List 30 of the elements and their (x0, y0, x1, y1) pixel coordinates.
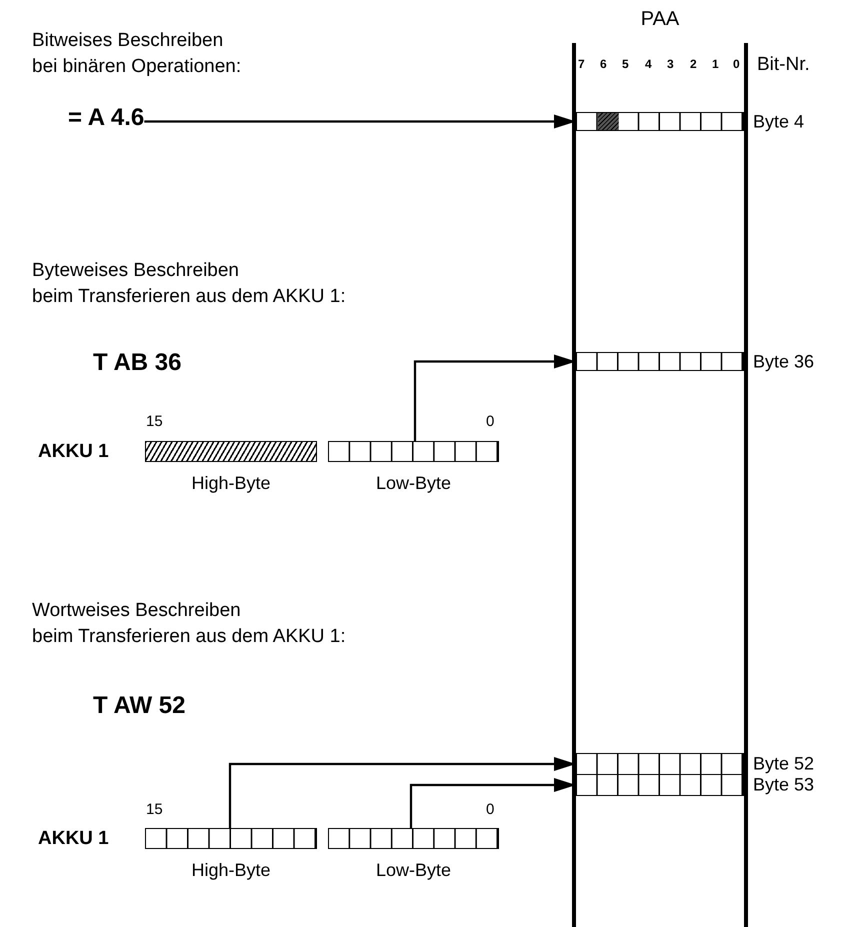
instruction-text: T AB 36 (93, 348, 182, 378)
byte-caption: Byte 53 (753, 774, 814, 796)
bit-number: 3 (667, 56, 674, 72)
bit-number: 0 (486, 412, 494, 432)
instruction-text: T AW 52 (93, 691, 186, 721)
register-label: AKKU 1 (38, 827, 109, 851)
bit-number: 2 (690, 56, 697, 72)
byte-caption: Byte 4 (753, 111, 804, 132)
byte-caption: High-Byte (191, 860, 271, 881)
bit-number: 1 (712, 56, 719, 72)
bit-number: 7 (578, 56, 585, 72)
bit-number: 15 (146, 800, 163, 820)
bit-number: 0 (486, 800, 494, 820)
bit-number: 0 (733, 56, 740, 72)
axis-caption: Bit-Nr. (757, 53, 810, 77)
section-heading: Byteweises Beschreiben beim Transferieren aus dem AKKU 1: (32, 259, 346, 309)
bit-number: 15 (146, 412, 163, 432)
column-heading: PAA (640, 8, 680, 31)
byte-caption: Byte 52 (753, 754, 814, 774)
bit-number: 4 (645, 56, 652, 72)
section-heading: Wortweises Beschreiben beim Transferieren aus dem AKKU 1: (32, 599, 346, 649)
section-heading: Bitweises Beschreiben bei binären Operationen: (32, 29, 242, 79)
byte-caption: Low-Byte (376, 473, 452, 494)
register-label: AKKU 1 (38, 440, 109, 464)
instruction-text: = A 4.6 (68, 104, 144, 136)
byte-caption: Low-Byte (376, 860, 452, 881)
byte-caption: Byte 36 (753, 351, 814, 372)
bit-number: 6 (600, 56, 607, 72)
byte-caption: High-Byte (191, 473, 271, 494)
bit-number: 5 (622, 56, 629, 72)
